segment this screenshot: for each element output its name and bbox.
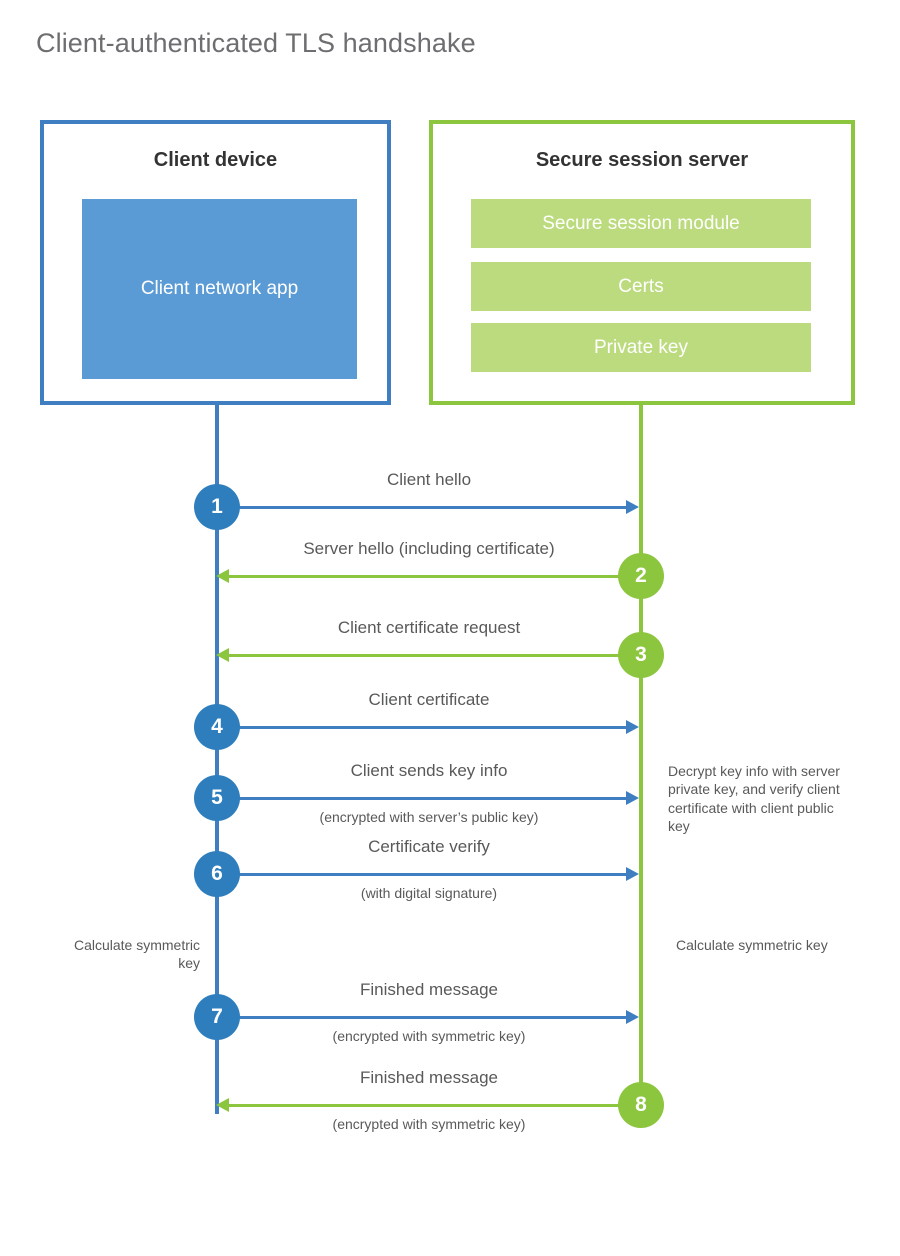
client-lifeline bbox=[215, 405, 219, 1114]
server-lifeline bbox=[639, 405, 643, 1106]
page-title: Client-authenticated TLS handshake bbox=[36, 28, 476, 58]
arrowhead-left-icon bbox=[216, 569, 229, 583]
client-network-app-label: Client network app bbox=[140, 278, 299, 300]
message-label-5: Client sends key info bbox=[350, 761, 508, 780]
arrowhead-right-icon bbox=[626, 1010, 639, 1024]
message-label-4: Client certificate bbox=[368, 690, 490, 709]
message-arrow-7 bbox=[217, 1016, 626, 1019]
step-circle-4[interactable]: 4 bbox=[194, 704, 240, 750]
message-arrow-6 bbox=[217, 873, 626, 876]
message-label-2: Server hello (including certificate) bbox=[303, 539, 555, 558]
message-arrow-5 bbox=[217, 797, 626, 800]
message-sublabel-7: (encrypted with symmetric key) bbox=[332, 1028, 526, 1044]
message-sublabel-8: (encrypted with symmetric key) bbox=[332, 1116, 526, 1132]
message-label-7: Finished message bbox=[360, 980, 498, 999]
server-decrypt-annotation: Decrypt key info with server private key… bbox=[668, 763, 840, 835]
arrowhead-left-icon bbox=[216, 648, 229, 662]
server-component-secure-session-module: Secure session module bbox=[471, 199, 811, 248]
server-component-private-key: Private key bbox=[471, 323, 811, 372]
step-circle-6[interactable]: 6 bbox=[194, 851, 240, 897]
step-circle-8[interactable]: 8 bbox=[618, 1082, 664, 1128]
message-label-1: Client hello bbox=[386, 470, 472, 489]
secure-session-server-box: Secure session server Secure session mod… bbox=[429, 120, 855, 405]
secure-session-server-title: Secure session server bbox=[535, 149, 749, 171]
step-circle-2[interactable]: 2 bbox=[618, 553, 664, 599]
message-arrow-4 bbox=[217, 726, 626, 729]
step-circle-7[interactable]: 7 bbox=[194, 994, 240, 1040]
arrowhead-right-icon bbox=[626, 867, 639, 881]
message-label-3: Client certificate request bbox=[337, 618, 521, 637]
step-circle-5[interactable]: 5 bbox=[194, 775, 240, 821]
server-calculate-symmetric-key-annotation: Calculate symmetric key bbox=[676, 937, 828, 953]
client-device-box: Client device Client network app bbox=[40, 120, 391, 405]
server-component-certs: Certs bbox=[471, 262, 811, 311]
arrowhead-right-icon bbox=[626, 791, 639, 805]
message-arrow-1 bbox=[217, 506, 626, 509]
step-circle-1[interactable]: 1 bbox=[194, 484, 240, 530]
message-label-8: Finished message bbox=[360, 1068, 498, 1087]
client-device-title: Client device bbox=[153, 149, 278, 171]
message-arrow-8 bbox=[229, 1104, 641, 1107]
message-sublabel-5: (encrypted with server’s public key) bbox=[319, 809, 539, 825]
message-arrow-2 bbox=[229, 575, 641, 578]
message-arrow-3 bbox=[229, 654, 641, 657]
message-sublabel-6: (with digital signature) bbox=[360, 885, 498, 901]
arrowhead-right-icon bbox=[626, 500, 639, 514]
step-circle-3[interactable]: 3 bbox=[618, 632, 664, 678]
arrowhead-right-icon bbox=[626, 720, 639, 734]
arrowhead-left-icon bbox=[216, 1098, 229, 1112]
client-calculate-symmetric-key-annotation: Calculate symmetric key bbox=[73, 937, 200, 972]
message-label-6: Certificate verify bbox=[368, 837, 490, 856]
client-network-app-block: Client network app bbox=[82, 199, 357, 379]
